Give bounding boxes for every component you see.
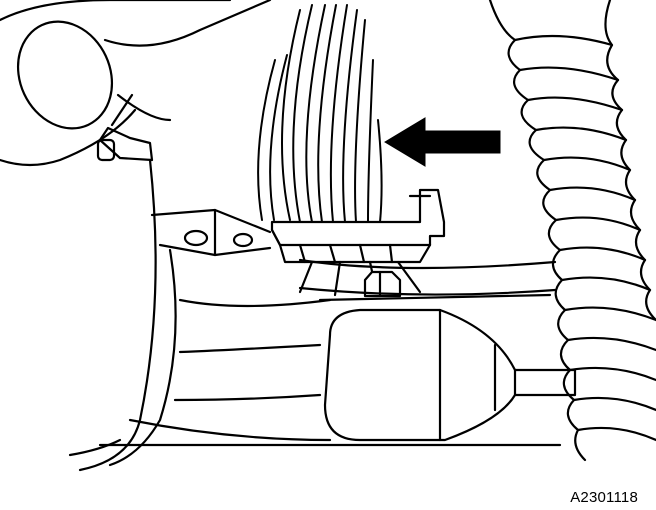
corrugated-hose bbox=[488, 0, 656, 462]
upper-tube bbox=[0, 0, 272, 167]
rubber-boot bbox=[323, 308, 577, 442]
lower-pipe bbox=[98, 258, 562, 447]
pointer-arrow bbox=[384, 117, 501, 167]
left-body-panel bbox=[68, 158, 272, 472]
hose-clip bbox=[96, 93, 154, 162]
mounting-bolt bbox=[363, 270, 402, 298]
figure-reference-code: A2301118 bbox=[570, 489, 638, 506]
wire-harness bbox=[257, 4, 383, 223]
